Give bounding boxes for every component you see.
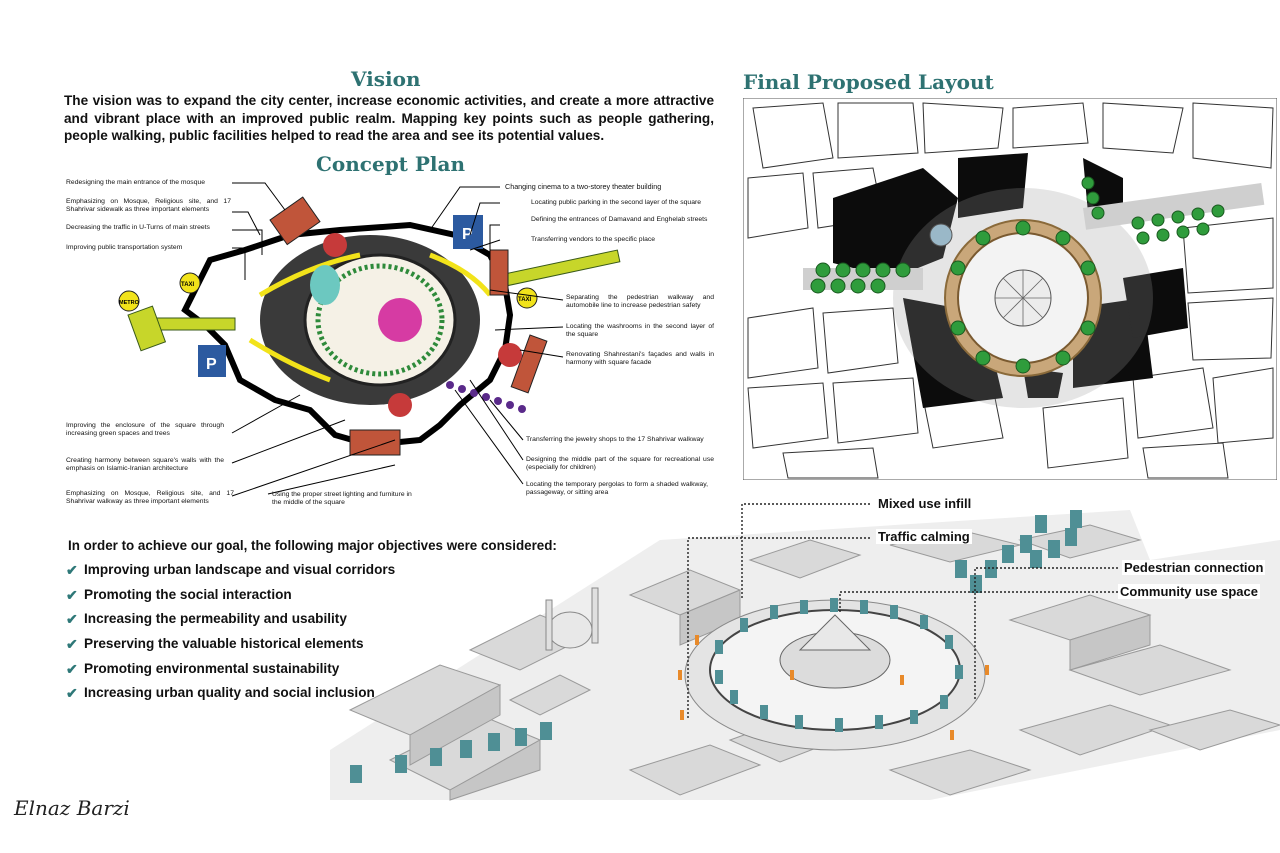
annotation-harmony: Creating harmony between square's walls … [66, 457, 224, 473]
annotation-entrances: Defining the entrances of Damavand and E… [531, 216, 708, 223]
check-icon: ✔ [66, 636, 78, 653]
annotation-middle-part: Designing the middle part of the square … [526, 456, 714, 472]
objectives-intro: In order to achieve our goal, the follow… [68, 538, 557, 553]
objective-item: ✔ Preserving the valuable historical elem… [66, 636, 395, 661]
objective-label: Increasing urban quality and social incl… [84, 685, 375, 701]
annotation-lighting: Using the proper street lighting and fur… [272, 491, 412, 507]
signature: Elnaz Barzi [14, 796, 130, 820]
check-icon: ✔ [66, 660, 78, 677]
objective-item: ✔ Promoting the social interaction [66, 587, 395, 612]
final-layout-map [743, 98, 1277, 480]
annotation-cinema: Changing cinema to a two-storey theater … [505, 182, 662, 191]
annotation-parking: Locating public parking in the second la… [531, 199, 702, 206]
check-icon: ✔ [66, 586, 78, 603]
objective-label: Preserving the valuable historical eleme… [84, 636, 364, 652]
check-icon: ✔ [66, 685, 78, 702]
parking-label: P [206, 356, 217, 373]
annotation-public-transport: Improving public transportation system [66, 244, 183, 251]
annotation-vendors: Transferring vendors to the specific pla… [531, 236, 656, 243]
layout-trees [810, 176, 1225, 374]
annotation-renovating: Renovating Shahrestani's façades and wal… [566, 351, 714, 367]
objective-item: ✔ Improving urban landscape and visual co… [66, 562, 395, 587]
layout-title: Final Proposed Layout [743, 70, 994, 94]
objective-label: Increasing the permeability and usabilit… [84, 611, 347, 627]
callout-pedestrian-connection: Pedestrian connection [1122, 560, 1266, 575]
check-icon: ✔ [66, 562, 78, 578]
axonometric-view [330, 510, 1280, 801]
annotation-washrooms: Locating the washrooms in the second lay… [566, 323, 714, 339]
annotation-pergolas: Locating the temporary pergolas to form … [526, 481, 708, 497]
callout-traffic-calming: Traffic calming [876, 529, 972, 544]
objective-item: ✔ Increasing the permeability and usabili… [66, 611, 395, 636]
vision-text: The vision was to expand the city center… [64, 93, 714, 143]
annotation-three-elements-walkway: Emphasizing on Mosque, Religious site, a… [66, 490, 234, 506]
check-icon: ✔ [66, 611, 78, 628]
parking-label: P [462, 226, 473, 243]
concept-plan-title: Concept Plan [316, 152, 466, 176]
objective-label: Promoting environmental sustainability [84, 660, 340, 676]
vision-title: Vision [351, 67, 421, 91]
concept-plan-drawing: P P TAXI TAXI METRO [118, 196, 621, 456]
objectives-list: ✔ Improving urban landscape and visual co… [66, 562, 395, 710]
objective-label: Improving urban landscape and visual cor… [84, 562, 396, 577]
annotation-three-elements: Emphasizing on Mosque, Religious site, a… [66, 198, 231, 214]
annotation-jewelry: Transferring the jewelry shops to the 17… [526, 436, 704, 443]
annotation-uturn-traffic: Decreasing the traffic in U-Turns of mai… [66, 224, 210, 231]
taxi-label: TAXI [518, 297, 532, 303]
callout-mixed-use: Mixed use infill [876, 496, 974, 511]
metro-label: METRO [119, 300, 140, 306]
annotation-enclosure: Improving the enclosure of the square th… [66, 422, 224, 438]
objective-item: ✔ Promoting environmental sustainability [66, 661, 395, 686]
objective-label: Promoting the social interaction [84, 586, 292, 602]
annotation-mosque-entrance: Redesigning the main entrance of the mos… [66, 179, 206, 186]
taxi-label: TAXI [181, 282, 195, 288]
objective-item: ✔ Increasing urban quality and social inc… [66, 685, 395, 710]
annotation-pedestrian-safety: Separating the pedestrian walkway and au… [566, 294, 714, 310]
callout-community-use: Community use space [1118, 584, 1260, 599]
